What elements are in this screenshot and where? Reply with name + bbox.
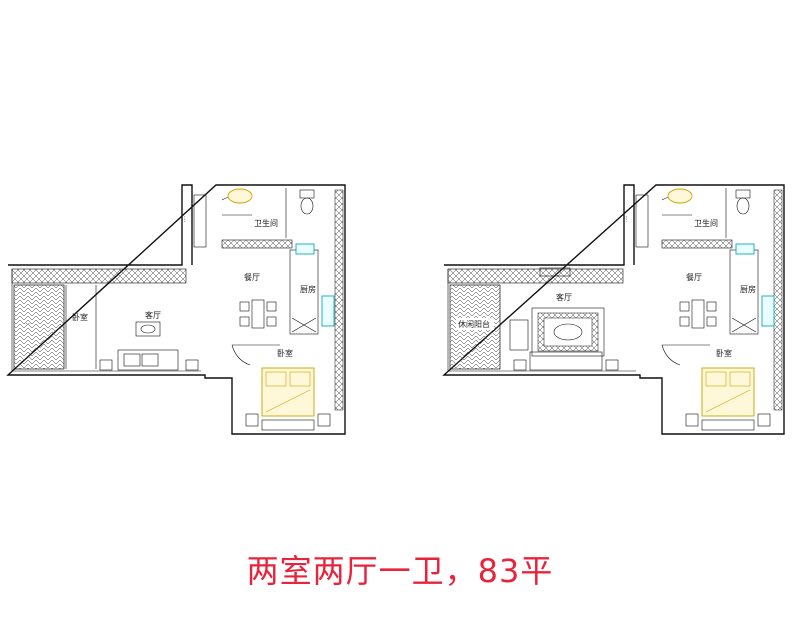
plan1-stove-icon [321, 295, 335, 327]
plan1-fridge-cross [291, 317, 317, 333]
plan1-toilet-tank [299, 189, 315, 199]
plan2-stove-icon [761, 295, 775, 327]
plan-caption: 两室两厅一卫，83平 [246, 552, 554, 590]
plan1-sofa-cushion-2 [141, 353, 159, 367]
plan2-label-bathroom: 卫生间 [694, 218, 718, 228]
plan2-pillow-1 [705, 371, 727, 387]
plan2-pillow-2 [729, 371, 751, 387]
plan1-sink-icon [295, 243, 315, 255]
plan2-sofa [529, 351, 603, 371]
plan1-pillow-1 [265, 371, 287, 387]
plan1-top-wall-band [11, 268, 187, 284]
plan2-outer-wall [442, 184, 785, 435]
plan2-armchair [509, 319, 529, 351]
plan2-top-wall-band [447, 268, 624, 284]
plan1-label-bedroom-right: 卧室 [277, 348, 293, 358]
plan1-pillow-2 [289, 371, 311, 387]
plan2-chair-3 [706, 301, 717, 312]
plan2-rug-medallion [553, 323, 583, 341]
plan2-toilet-tank [735, 189, 751, 199]
plan1-label-dining: 餐厅 [244, 273, 260, 282]
plan1-coffee-table [135, 321, 161, 337]
plan2-label-dining: 餐厅 [686, 273, 702, 282]
plan1-wardrobe [261, 419, 315, 431]
plan2-rug-center [543, 317, 593, 347]
plan1-inner-wall [11, 269, 201, 372]
plan1-dining-table [251, 299, 265, 329]
plan1-sofa [117, 349, 179, 371]
floor-plan-2: ···· 休闲阳台 客厅 卫生间 厨房 餐厅 [442, 184, 785, 435]
plan1-label-bathroom: 卫生间 [254, 218, 278, 228]
plan2-toilet-icon [736, 197, 750, 215]
plan2-label-leisure: 休闲阳台 [458, 319, 490, 329]
plan2-right-wall-band [773, 189, 783, 411]
plan2-bedroom-door [661, 344, 710, 366]
plan2-fridge-cross [731, 317, 757, 333]
plan1-nightstand-left [245, 413, 259, 427]
plan1-balcony-tiny-label: ···· [182, 215, 188, 222]
plan2-leisure-label-bg [456, 318, 494, 330]
plan2-dining-table [691, 299, 705, 329]
plan1-chair-3 [266, 301, 277, 312]
plan2-label-bedroom-right: 卧室 [716, 348, 732, 358]
plan2-wardrobe [701, 419, 755, 431]
plan1-left-bedroom-tiny-text: ··· [26, 321, 31, 327]
plan2-side-table-left [513, 359, 527, 371]
plan1-label-living: 客厅 [145, 310, 161, 320]
plan1-bed-blanket [265, 389, 311, 413]
plan1-side-table-left [99, 359, 113, 371]
plan2-chair-2 [679, 316, 690, 327]
plan1-rug-medallion [140, 324, 156, 334]
plan1-chair-2 [239, 316, 250, 327]
plan1-chair-4 [266, 316, 277, 327]
plan2-side-table-right [605, 359, 619, 371]
plan2-label-kitchen: 厨房 [740, 284, 756, 294]
plan2-inner-wall [447, 269, 636, 372]
plan2-nightstand-right [757, 413, 771, 427]
plan1-label-bedroom-left: 卧室 [72, 312, 88, 322]
plan1-chair-1 [239, 301, 250, 312]
plan1-outer-wall [6, 184, 346, 435]
plan1-left-bedroom-floor [13, 284, 65, 370]
plan2-label-living: 客厅 [556, 292, 572, 302]
plan1-nightstand-right [317, 413, 331, 427]
plan1-bedroom-door [231, 344, 280, 366]
plan2-tv-cabinet [539, 267, 571, 277]
plan2-nightstand-left [685, 413, 699, 427]
plan2-balcony-tiny-label: ···· [624, 215, 630, 222]
plan2-sink-icon [735, 243, 755, 255]
plan1-toilet-icon [300, 197, 314, 215]
plan1-sofa-cushion-1 [123, 353, 141, 367]
plan2-bath-wall-band [661, 239, 733, 249]
plan2-balcony-strip [635, 194, 649, 248]
plan2-chair-1 [679, 301, 690, 312]
plan1-washbasin-icon [227, 188, 253, 204]
plan1-right-wall-band [334, 189, 344, 411]
plan2-chair-4 [706, 316, 717, 327]
plan1-balcony-strip [193, 194, 207, 248]
floor-plan-1: ···· ··· 卧室 客厅 卫生间 厨房 餐厅 [6, 184, 346, 435]
plan1-side-table-right [185, 359, 199, 371]
plan2-bed-blanket [705, 389, 751, 413]
plan1-label-kitchen: 厨房 [300, 284, 316, 294]
plan1-bath-wall-band [221, 239, 293, 249]
plan2-rug-outer [531, 307, 605, 357]
plan2-washbasin-icon [667, 188, 693, 204]
